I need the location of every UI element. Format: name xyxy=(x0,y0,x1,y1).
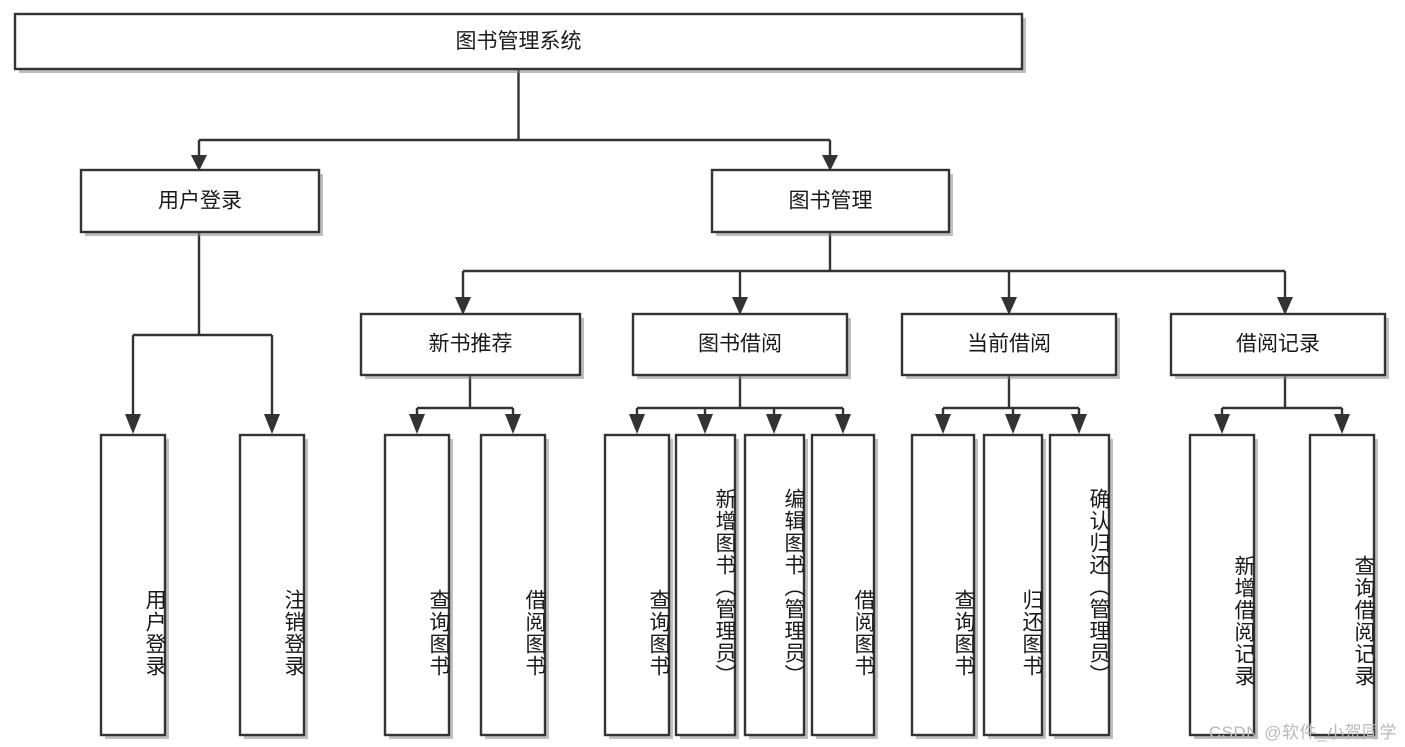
leaf-node-box[interactable] xyxy=(910,433,976,737)
book-borrow-node-box[interactable] xyxy=(631,312,849,377)
arrowhead-leaf-login xyxy=(125,414,141,434)
leaf-node-box[interactable] xyxy=(603,433,671,737)
arrowhead-leaf-return-book xyxy=(1005,414,1021,434)
leaf-node-box[interactable] xyxy=(383,433,451,737)
node-layer: 图书管理系统 用户登录 图书管理 新书推荐 图书借阅 当前借阅 借阅记录 xyxy=(13,12,1389,739)
leaf-node-box[interactable] xyxy=(1048,433,1111,737)
current-borrow-node-box[interactable] xyxy=(900,312,1118,377)
leaf-node-box[interactable] xyxy=(479,433,547,737)
root-node-label: 图书管理系统 xyxy=(456,30,582,53)
arrowhead-leaf-query-book-3 xyxy=(935,414,951,434)
arrowhead-leaf-edit-book xyxy=(766,414,782,434)
user-login-node-box[interactable] xyxy=(79,168,321,234)
arrowhead-leaf-borrow-book-2 xyxy=(835,414,851,434)
arrowhead-book-borrow xyxy=(732,297,748,315)
new-book-node-label: 新书推荐 xyxy=(429,333,513,356)
user-login-node-label: 用户登录 xyxy=(158,190,242,213)
leaf-node-box[interactable] xyxy=(674,433,737,737)
arrowhead-leaf-query-book-1 xyxy=(409,414,425,434)
leaf-node-box[interactable] xyxy=(238,433,306,737)
book-manage-node-box[interactable] xyxy=(710,168,951,234)
arrowhead-current-borrow xyxy=(1001,297,1017,315)
arrowhead-new-book xyxy=(455,297,471,315)
leaf-node-box[interactable] xyxy=(1308,433,1376,737)
arrowhead-leaf-confirm-return xyxy=(1071,414,1087,434)
arrowhead-book-manage xyxy=(822,155,838,171)
watermark: CSDN @软件_小贺同学 xyxy=(1208,723,1397,742)
book-manage-node-label: 图书管理 xyxy=(789,190,873,213)
connector-layer xyxy=(125,69,1350,434)
leaf-node-box[interactable] xyxy=(1188,433,1256,737)
arrowhead-leaf-query-book-2 xyxy=(629,414,645,434)
leaf-node-box[interactable] xyxy=(99,433,167,737)
new-book-node-box[interactable] xyxy=(359,312,582,377)
arrowhead-leaf-logout xyxy=(264,414,280,434)
book-borrow-node-label: 图书借阅 xyxy=(698,333,782,356)
arrowhead-user-login xyxy=(191,155,207,171)
arrowhead-borrow-record xyxy=(1277,297,1293,315)
current-borrow-node-label: 当前借阅 xyxy=(967,333,1051,356)
root-node-box[interactable] xyxy=(13,12,1024,71)
borrow-record-node-label: 借阅记录 xyxy=(1236,333,1320,356)
leaf-node-box[interactable] xyxy=(982,433,1044,737)
arrowhead-leaf-add-record xyxy=(1214,414,1230,434)
borrow-record-node-box[interactable] xyxy=(1169,312,1387,377)
arrowhead-leaf-add-book xyxy=(697,414,713,434)
arrowhead-leaf-borrow-book-1 xyxy=(505,414,521,434)
leaf-node-box[interactable] xyxy=(810,433,876,737)
leaf-node-layer xyxy=(99,433,1378,739)
arrowhead-leaf-query-record xyxy=(1334,414,1350,434)
leaf-node-box[interactable] xyxy=(743,433,806,737)
